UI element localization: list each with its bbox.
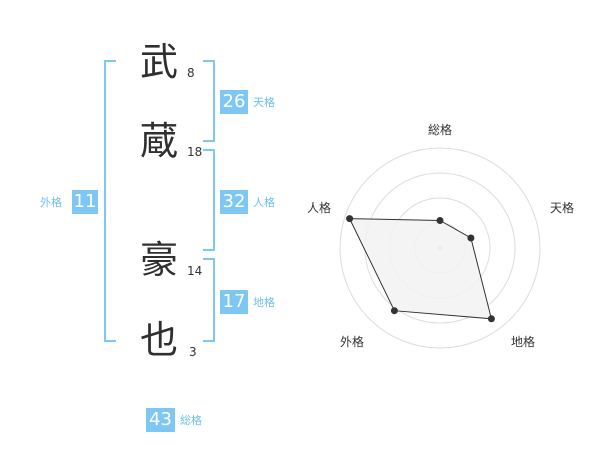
stroke-count-3: 14: [187, 264, 203, 278]
radar-axis-label-gaikaku: 外格: [340, 335, 365, 349]
soukaku-label: 総格: [180, 414, 202, 427]
soukaku-value: 43: [146, 408, 175, 432]
stroke-count-2: 18: [187, 145, 203, 159]
chikaku-label: 地格: [253, 296, 275, 309]
gaikaku-bracket: [104, 60, 116, 342]
radar-series-polygon: [348, 218, 493, 320]
jinkaku-bracket: [203, 149, 215, 251]
stroke-count-4: 3: [189, 345, 197, 359]
tenkaku-value: 26: [220, 90, 248, 114]
gaikaku-label: 外格: [40, 196, 62, 209]
radar-point-0: [436, 217, 444, 224]
name-char-4: 也: [139, 318, 178, 362]
radar-point-2: [487, 315, 495, 323]
tenkaku-label: 天格: [253, 96, 275, 109]
name-char-2: 蔵: [139, 119, 178, 163]
chikaku-bracket: [203, 258, 215, 342]
tenkaku-bracket: [203, 60, 215, 142]
radar-chart: [339, 147, 541, 349]
radar-point-4: [346, 215, 354, 223]
chikaku-value: 17: [220, 290, 248, 314]
jinkaku-label: 人格: [253, 196, 275, 209]
radar-axis-label-tenkaku: 天格: [550, 201, 575, 215]
name-char-3: 豪: [139, 238, 178, 282]
jinkaku-value: 32: [220, 190, 248, 214]
radar-ring: [339, 147, 541, 349]
radar-point-1: [467, 234, 475, 242]
radar-axis-label-soukaku: 総格: [428, 123, 453, 137]
radar-axis-label-jinkaku: 人格: [307, 201, 332, 215]
gaikaku-value: 11: [72, 190, 98, 214]
stroke-count-1: 8: [187, 66, 195, 80]
radar-axis-label-chikaku: 地格: [511, 335, 536, 349]
name-char-1: 武: [139, 40, 178, 84]
radar-point-3: [390, 307, 398, 315]
